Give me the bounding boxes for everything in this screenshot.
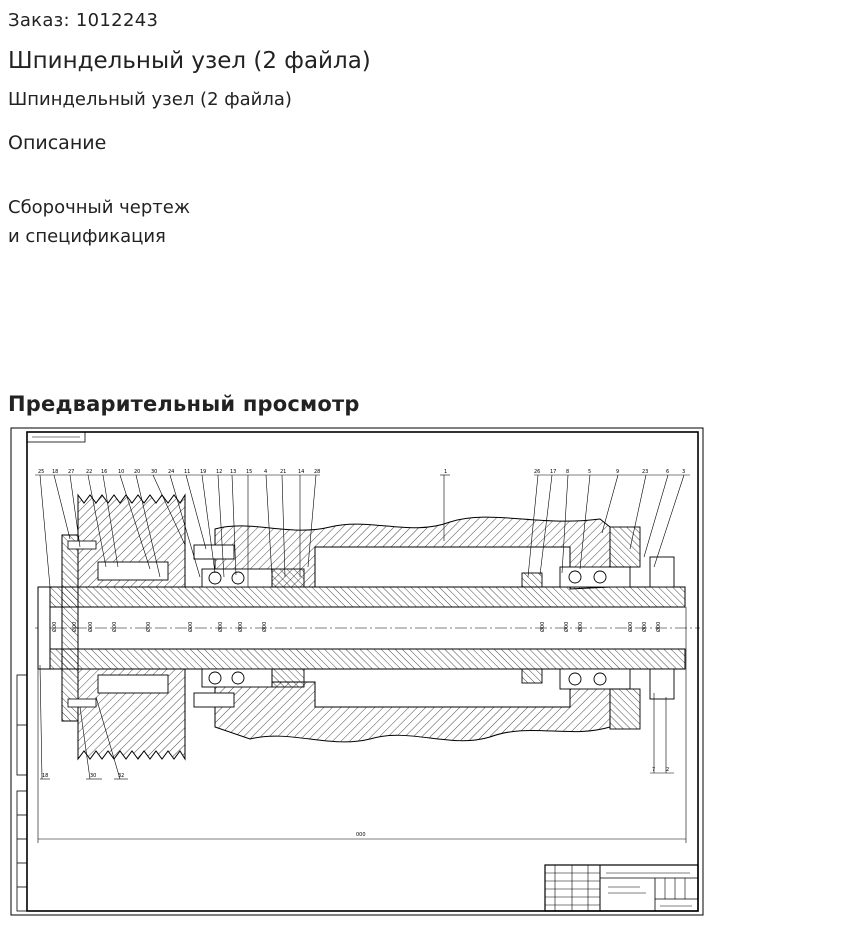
svg-text:Ø00: Ø00 [655,622,662,632]
housing-bottom [214,676,611,743]
svg-text:22: 22 [86,469,92,475]
description-line: Сборочный чертеж [8,197,191,218]
preview-image[interactable]: Ø00 Ø00 Ø00 Ø00 Ø00 Ø00 Ø00 Ø00 Ø00 Ø00 … [10,427,704,917]
description-text: Сборочный чертеж и спецификация [8,193,190,251]
svg-text:Ø00: Ø00 [145,622,152,632]
svg-text:20: 20 [134,469,140,475]
svg-text:000: 000 [356,832,366,838]
leader-lines-bottom [39,664,674,780]
svg-text:Ø00: Ø00 [71,622,78,632]
svg-text:10: 10 [118,469,124,475]
svg-text:21: 21 [280,469,286,475]
svg-text:6: 6 [666,469,669,475]
housing-top [214,516,611,590]
svg-text:Ø00: Ø00 [627,622,634,632]
svg-text:13: 13 [230,469,236,475]
description-line: и спецификация [8,226,166,247]
svg-text:18: 18 [52,469,58,475]
sheet-inner-frame [26,431,699,912]
axis-marks: Ø00 Ø00 Ø00 Ø00 Ø00 Ø00 Ø00 Ø00 Ø00 Ø00 … [51,622,662,632]
svg-text:12: 12 [216,469,222,475]
preview-heading: Предварительный просмотр [8,392,360,416]
svg-text:Ø00: Ø00 [51,622,58,632]
svg-text:Ø00: Ø00 [577,622,584,632]
svg-text:5: 5 [588,469,591,475]
svg-text:2: 2 [666,767,669,773]
svg-text:16: 16 [101,469,107,475]
svg-text:8: 8 [566,469,569,475]
front-bearings [193,544,305,708]
svg-text:28: 28 [314,469,320,475]
svg-text:3: 3 [682,469,685,475]
svg-text:Ø00: Ø00 [261,622,268,632]
svg-text:Ø00: Ø00 [187,622,194,632]
svg-text:32: 32 [118,773,124,779]
svg-text:1: 1 [444,469,447,475]
page-subtitle: Шпиндельный узел (2 файла) [8,89,292,110]
svg-text:9: 9 [616,469,619,475]
page-title: Шпиндельный узел (2 файла) [8,48,371,74]
svg-text:Ø00: Ø00 [237,622,244,632]
svg-text:4: 4 [264,469,267,475]
svg-text:Ø00: Ø00 [111,622,118,632]
description-heading: Описание [8,132,107,154]
left-margin-strip [16,674,28,912]
svg-text:Ø00: Ø00 [87,622,94,632]
svg-text:7: 7 [652,767,655,773]
svg-text:11: 11 [184,469,190,475]
svg-text:30: 30 [90,773,96,779]
spindle-wall-top [49,586,686,608]
drawing-svg: Ø00 Ø00 Ø00 Ø00 Ø00 Ø00 Ø00 Ø00 Ø00 Ø00 … [10,427,704,916]
svg-text:23: 23 [642,469,648,475]
svg-text:24: 24 [168,469,174,475]
svg-text:Ø00: Ø00 [539,622,546,632]
order-number: Заказ: 1012243 [8,10,159,31]
svg-text:19: 19 [200,469,206,475]
svg-text:27: 27 [68,469,74,475]
svg-text:Ø00: Ø00 [641,622,648,632]
rear-bearings [521,526,675,730]
svg-text:17: 17 [550,469,556,475]
svg-text:15: 15 [246,469,252,475]
leader-lines-top [35,474,690,588]
svg-text:30: 30 [151,469,157,475]
title-block [544,864,699,912]
sheet-corner-stamp [26,431,86,443]
svg-text:25: 25 [38,469,44,475]
svg-text:Ø00: Ø00 [563,622,570,632]
svg-text:14: 14 [298,469,304,475]
length-dimension [37,587,687,843]
left-flange [61,534,79,722]
svg-text:18: 18 [42,773,48,779]
svg-text:26: 26 [534,469,540,475]
spindle-wall-bottom [49,648,686,670]
svg-text:Ø00: Ø00 [217,622,224,632]
